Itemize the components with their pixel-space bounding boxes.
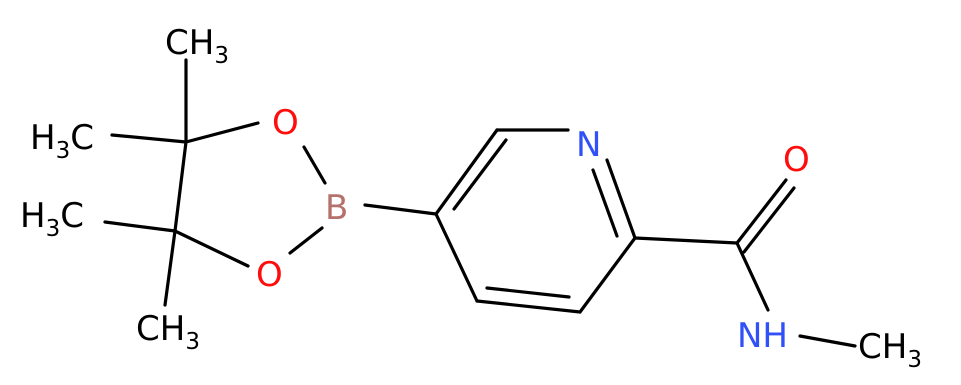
bonds	[103, 58, 857, 348]
bond-nh-ch3	[798, 334, 857, 348]
methyl-left-upper-label: H3C	[30, 118, 94, 164]
bond-co-double-a	[735, 178, 788, 245]
bond-c1-ch3-left	[110, 133, 188, 144]
bond-ring-carbonyl	[633, 236, 739, 245]
bond-o-lower-b	[288, 226, 324, 255]
methyl-bottom-label: CH3	[136, 309, 200, 355]
bond-ring-1-inner	[452, 138, 508, 211]
bond-b-ring	[363, 203, 438, 216]
bond-ring-4	[578, 236, 637, 314]
amide-methyl-label: CH3	[858, 327, 922, 373]
bond-ring-3	[605, 158, 637, 240]
bond-o-upper-b	[302, 145, 327, 185]
carbonyl-oxygen-label: O	[783, 140, 810, 180]
bond-c2-ch3-bottom	[163, 229, 177, 307]
oxygen-upper-label: O	[272, 103, 299, 143]
bond-c2-o-lower	[173, 229, 250, 268]
boron-label: B	[325, 188, 348, 228]
oxygen-lower-label: O	[256, 255, 283, 295]
bond-ring-6	[434, 212, 479, 303]
bond-ring-5-inner	[485, 286, 571, 299]
methyl-top-label: CH3	[165, 23, 229, 69]
bond-c-nh	[735, 241, 770, 312]
bond-ring-3-inner	[591, 168, 619, 238]
bond-c1-c2	[173, 140, 188, 233]
pyridine-nitrogen-label: N	[576, 125, 601, 165]
bond-c2-ch3-left	[103, 220, 177, 233]
amide-nh-label: NH	[737, 316, 788, 356]
bond-ring-1	[434, 128, 499, 216]
methyl-left-lower-label: H3C	[20, 196, 84, 242]
bond-c1-o-upper	[184, 121, 260, 144]
atom-labels: CH3 H3C H3C CH3 O O B N O NH CH3	[20, 23, 922, 373]
bond-ring-5	[475, 299, 582, 314]
bond-co-double-b	[742, 186, 796, 254]
